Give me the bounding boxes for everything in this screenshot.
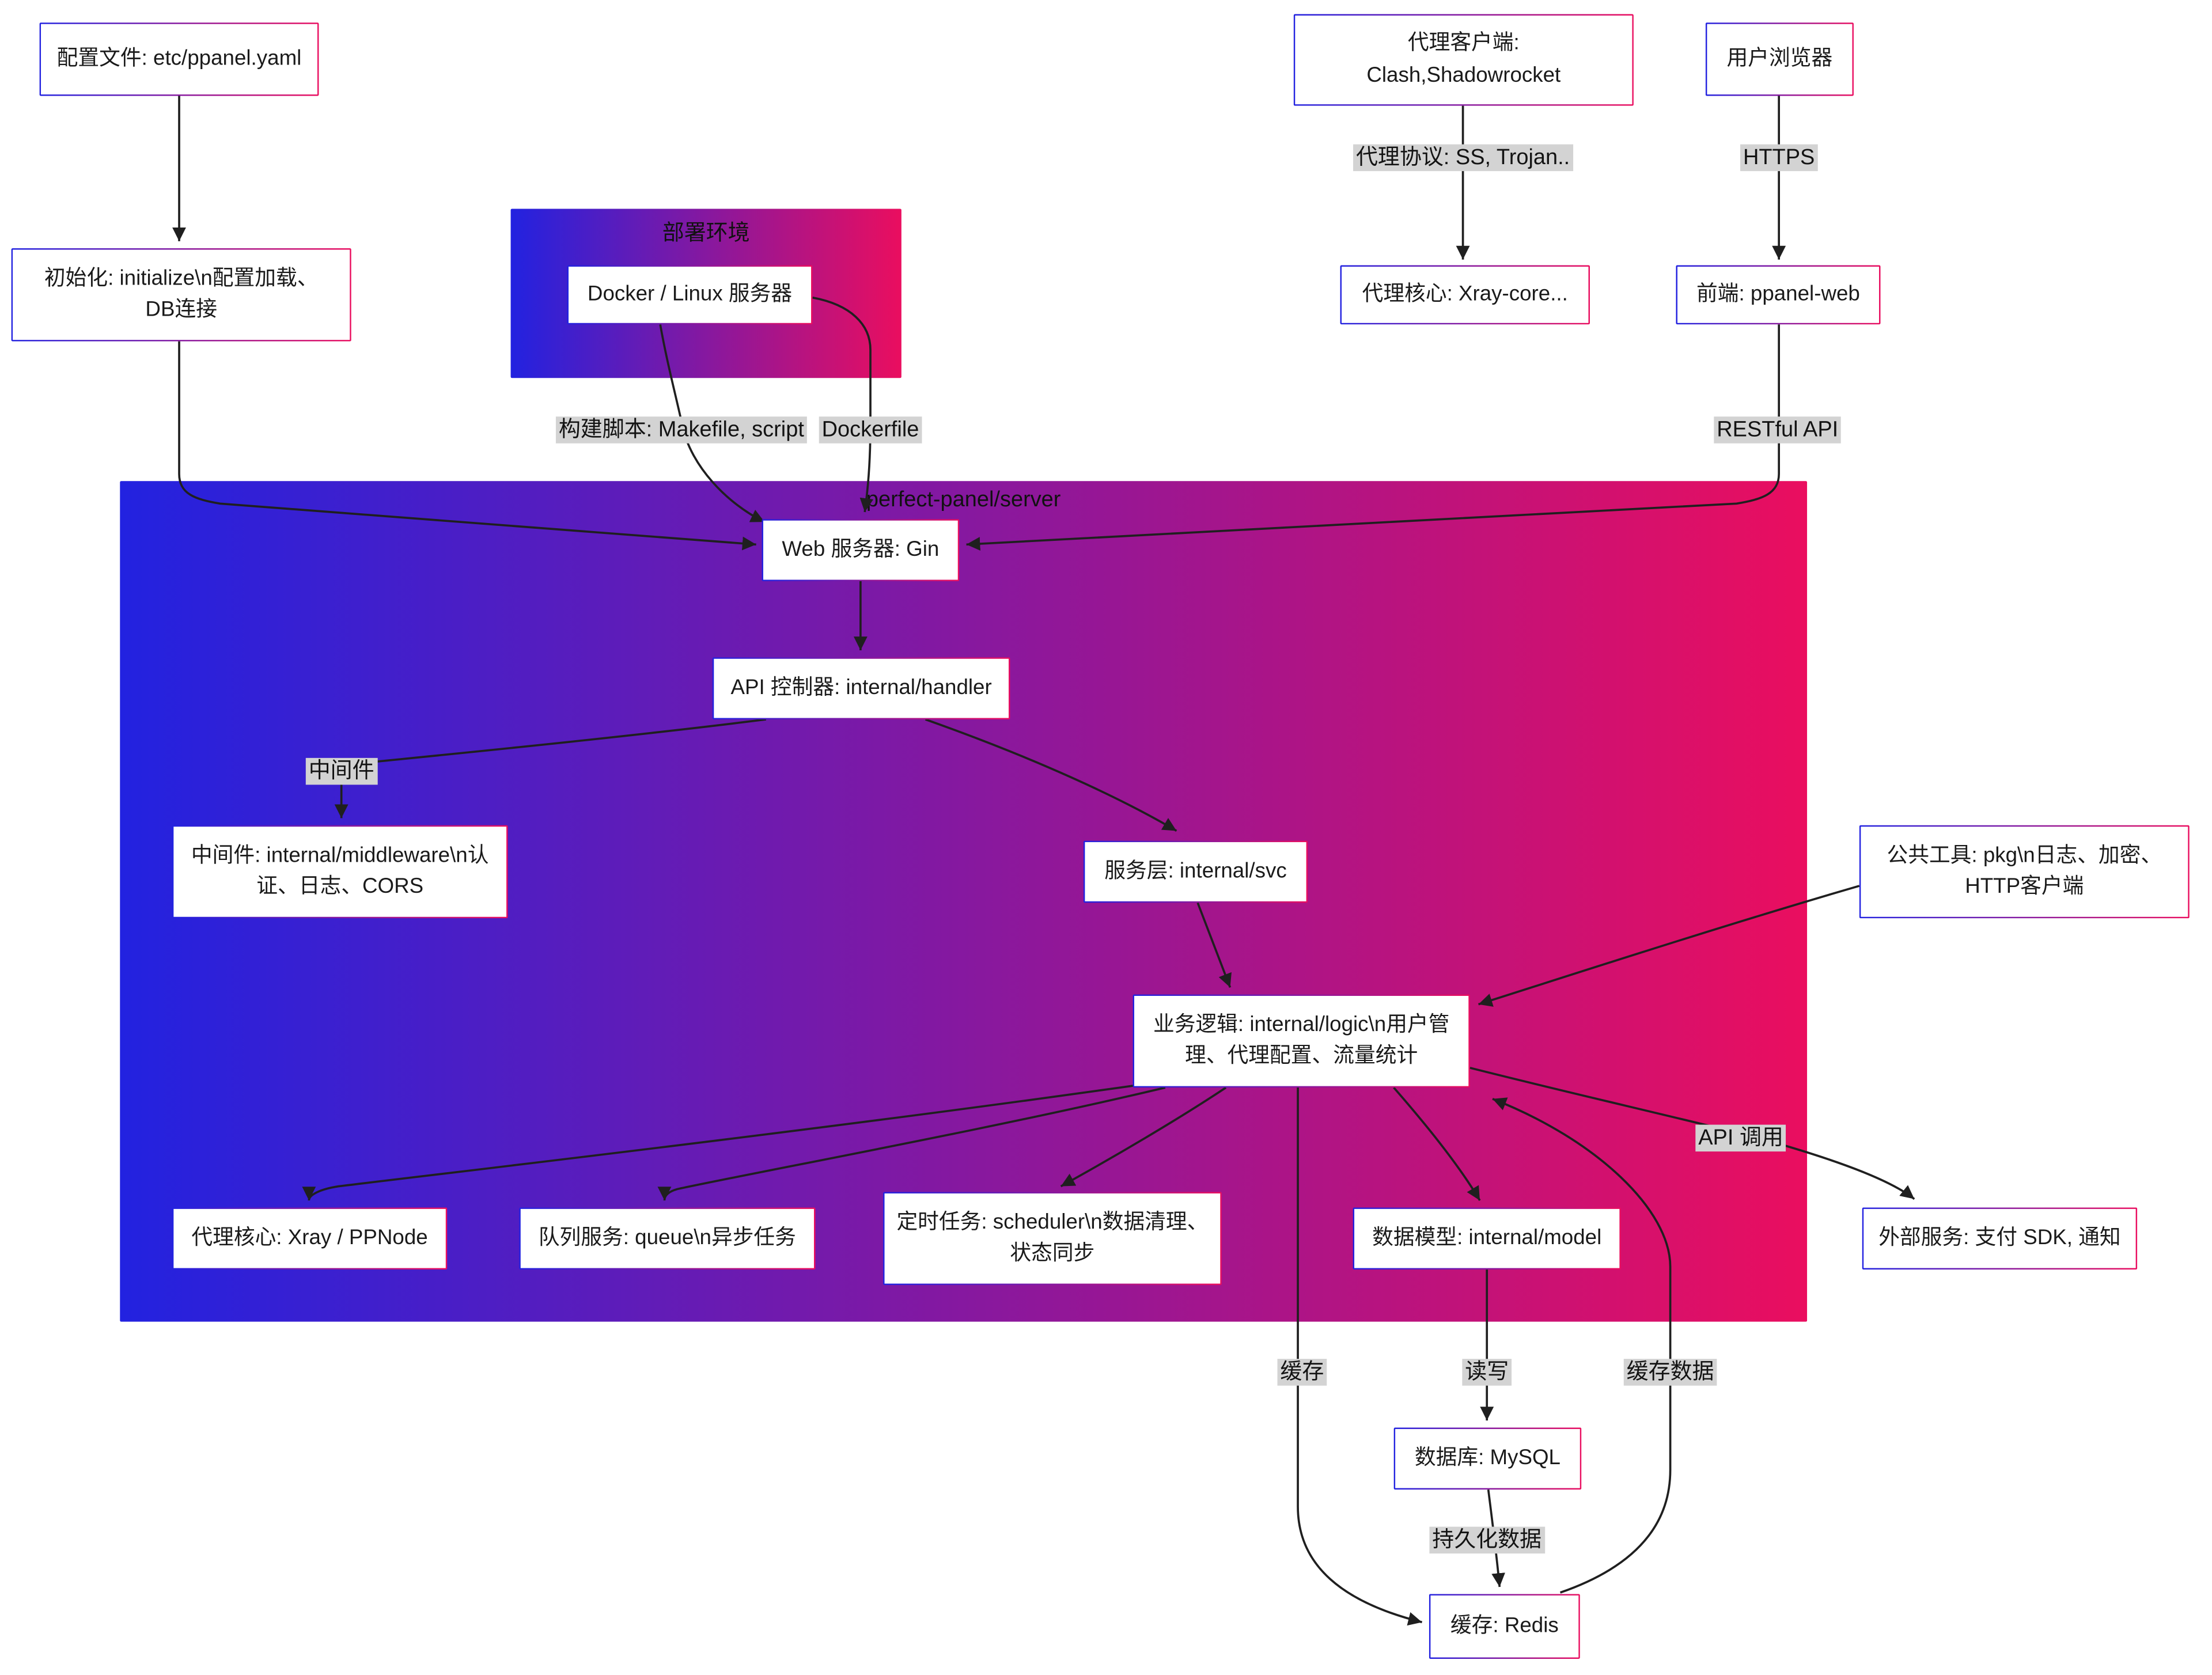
group-deploy-env-label: 部署环境	[662, 221, 750, 246]
node-xray-core: 代理核心: Xray-core...	[1340, 265, 1590, 324]
edge-label-read-write: 读写	[1462, 1359, 1512, 1386]
node-external-label: 外部服务: 支付 SDK, 通知	[1878, 1225, 2121, 1250]
edge-label-dockerfile: Dockerfile	[819, 416, 922, 444]
node-mysql: 数据库: MySQL	[1394, 1427, 1582, 1490]
edge-label-persist: 持久化数据	[1429, 1526, 1545, 1555]
node-svc: 服务层: internal/svc	[1084, 841, 1308, 903]
node-handler-label: API 控制器: internal/handler	[730, 675, 992, 700]
node-middleware: 中间件: internal/middleware\n认证、日志、CORS	[172, 825, 508, 919]
edge-frontend-to-gin	[966, 324, 1781, 551]
edge-label-cache: 缓存	[1277, 1359, 1327, 1386]
edge-logic-to-model	[1393, 1086, 1481, 1202]
node-config-file: 配置文件: etc/ppanel.yaml	[40, 22, 319, 96]
node-xray-ppnode: 代理核心: Xray / PPNode	[172, 1207, 448, 1269]
node-config-file-label: 配置文件: etc/ppanel.yaml	[56, 46, 302, 70]
edge-svc-to-logic	[1196, 902, 1232, 988]
node-scheduler: 定时任务: scheduler\n数据清理、状态同步	[883, 1192, 1222, 1285]
node-gin-label: Web 服务器: Gin	[782, 537, 940, 562]
node-logic: 业务逻辑: internal/logic\n用户管理、代理配置、流量统计	[1133, 995, 1470, 1088]
node-xray-core-label: 代理核心: Xray-core...	[1362, 282, 1568, 306]
node-queue: 队列服务: queue\n异步任务	[519, 1207, 815, 1269]
group-server-label: perfect-panel/server	[866, 488, 1061, 512]
node-xray-ppnode-label: 代理核心: Xray / PPNode	[191, 1225, 428, 1250]
node-scheduler-label: 定时任务: scheduler\n数据清理、状态同步	[896, 1210, 1209, 1265]
edge-handler-to-middleware	[334, 718, 767, 818]
node-model-label: 数据模型: internal/model	[1372, 1225, 1602, 1250]
node-proxy-client-label: 代理客户端: Clash,Shadowrocket	[1366, 31, 1561, 87]
edge-logic-to-external	[1469, 1067, 1915, 1200]
node-pkg-label: 公共工具: pkg\n日志、加密、HTTP客户端	[1887, 843, 2162, 899]
node-model: 数据模型: internal/model	[1353, 1207, 1621, 1269]
node-middleware-label: 中间件: internal/middleware\n认证、日志、CORS	[191, 843, 489, 899]
edge-logic-to-xrayppnode	[302, 1083, 1141, 1201]
node-external: 外部服务: 支付 SDK, 通知	[1862, 1207, 2138, 1269]
node-handler: API 控制器: internal/handler	[713, 657, 1010, 719]
edge-label-restful-api: RESTful API	[1714, 416, 1842, 444]
node-frontend-label: 前端: ppanel-web	[1696, 282, 1860, 306]
node-logic-label: 业务逻辑: internal/logic\n用户管理、代理配置、流量统计	[1153, 1012, 1450, 1068]
edge-label-middleware: 中间件	[305, 757, 377, 786]
node-docker-label: Docker / Linux 服务器	[587, 282, 793, 306]
edge-logic-to-redis	[1297, 1087, 1423, 1626]
node-init: 初始化: initialize\n配置加载、DB连接	[12, 248, 351, 342]
node-mysql-label: 数据库: MySQL	[1414, 1445, 1560, 1470]
edge-init-to-gin	[178, 341, 756, 551]
edge-logic-to-scheduler	[1060, 1086, 1227, 1188]
node-pkg: 公共工具: pkg\n日志、加密、HTTP客户端	[1859, 825, 2190, 919]
edge-docker-to-gin-dockerfile	[812, 296, 874, 513]
edge-label-https: HTTPS	[1740, 144, 1818, 172]
edge-logic-to-queue	[657, 1086, 1166, 1201]
node-init-label: 初始化: initialize\n配置加载、DB连接	[44, 266, 319, 322]
node-gin: Web 服务器: Gin	[762, 519, 959, 581]
node-browser-label: 用户浏览器	[1726, 46, 1833, 70]
edge-label-proxy-protocol: 代理协议: SS, Trojan..	[1353, 144, 1573, 172]
edge-label-cache-data: 缓存数据	[1623, 1359, 1717, 1386]
node-frontend: 前端: ppanel-web	[1676, 265, 1880, 324]
node-redis-label: 缓存: Redis	[1450, 1613, 1559, 1638]
edge-pkg-to-logic	[1478, 885, 1860, 1007]
node-queue-label: 队列服务: queue\n异步任务	[538, 1225, 796, 1250]
edge-handler-to-svc	[925, 718, 1177, 832]
edge-label-build-script: 构建脚本: Makefile, script	[555, 416, 807, 444]
node-browser: 用户浏览器	[1706, 22, 1854, 96]
node-redis: 缓存: Redis	[1429, 1594, 1580, 1659]
node-docker: Docker / Linux 服务器	[567, 265, 812, 324]
edge-redis-to-logic	[1492, 1097, 1672, 1594]
edge-label-api-call: API 调用	[1695, 1124, 1786, 1153]
node-proxy-client: 代理客户端: Clash,Shadowrocket	[1294, 14, 1634, 105]
node-svc-label: 服务层: internal/svc	[1104, 858, 1287, 883]
